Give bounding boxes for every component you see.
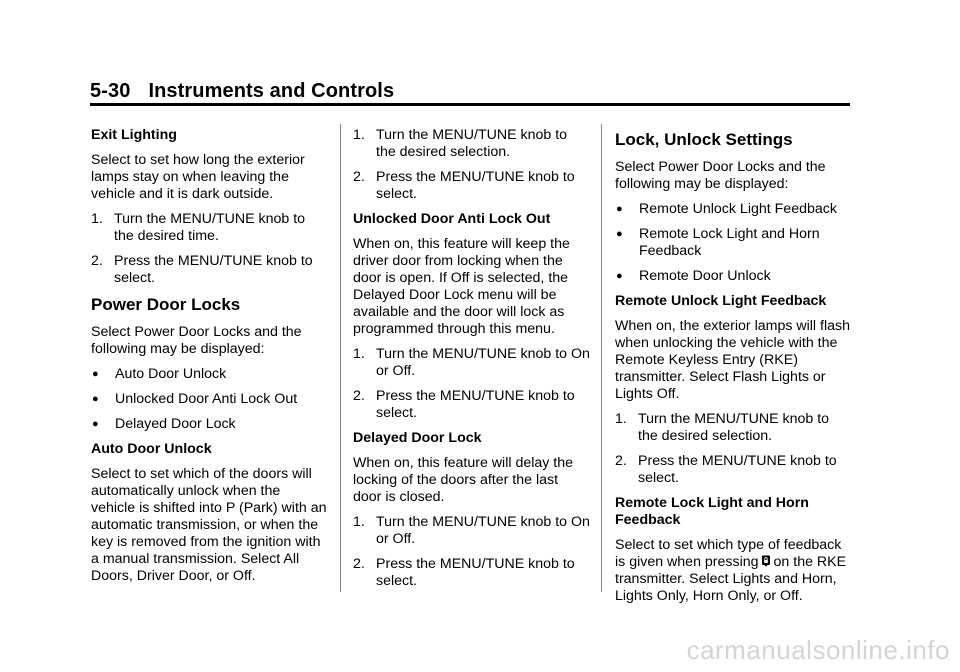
step-text: Press the MENU/TUNE knob to select. <box>376 388 575 421</box>
bullet-icon: ● <box>92 368 99 380</box>
lock-unlock-settings-heading: Lock, Unlock Settings <box>615 130 793 149</box>
column-divider <box>601 124 602 592</box>
step-text: Press the MENU/TUNE knob to select. <box>376 556 575 589</box>
exit-lighting-heading: Exit Lighting <box>91 127 177 143</box>
step-item: 2. Press the MENU/TUNE knob to select. <box>353 388 590 422</box>
bullet-item: ● Delayed Door Lock <box>91 416 328 433</box>
step-number: 2. <box>353 556 365 572</box>
step-item: 1. Turn the MENU/TUNE knob to the desired… <box>353 127 590 161</box>
step-number: 2. <box>91 253 103 269</box>
step-text: Turn the MENU/TUNE knob to On or Off. <box>376 514 590 547</box>
section-title: Instruments and Controls <box>148 80 395 102</box>
bullet-text: Remote Unlock Light Feedback <box>639 201 837 217</box>
watermark: carmanualsonline.info <box>686 635 950 665</box>
step-number: 2. <box>615 453 627 469</box>
page-number: 5-30 <box>90 80 131 102</box>
anti-lock-out-text: When on, this feature will keep the driv… <box>353 236 570 337</box>
bullet-item: ● Remote Door Unlock <box>615 268 852 285</box>
step-number: 1. <box>353 514 365 530</box>
step-text: Turn the MENU/TUNE knob to the desired s… <box>376 127 568 160</box>
column-1: Exit Lighting Select to set how long the… <box>91 127 328 593</box>
anti-lock-out-heading: Unlocked Door Anti Lock Out <box>353 211 551 227</box>
step-item: 2. Press the MENU/TUNE knob to select. <box>353 556 590 590</box>
feedback-text-line1: Select to set which type of feedback <box>615 537 842 553</box>
bullet-item: ● Unlocked Door Anti Lock Out <box>91 391 328 408</box>
bullet-icon: ● <box>616 203 623 215</box>
lock-button-icon <box>761 555 771 567</box>
bullet-item: ● Remote Unlock Light Feedback <box>615 201 852 218</box>
bullet-item: ● Remote Lock Light and Horn Feedback <box>615 226 852 260</box>
bullet-icon: ● <box>616 228 623 240</box>
bullet-icon: ● <box>92 418 99 430</box>
bullet-text: Remote Door Unlock <box>639 268 771 284</box>
step-item: 2. Press the MENU/TUNE knob to select. <box>353 169 590 203</box>
power-door-locks-heading: Power Door Locks <box>91 295 241 314</box>
feedback-text-after-icon: on the RKE transmitter. Select Lights an… <box>615 554 847 604</box>
remote-unlock-light-feedback-text: When on, the exterior lamps will flash w… <box>615 318 850 402</box>
remote-lock-light-horn-feedback-heading: Remote Lock Light and Horn Feedback <box>615 495 809 528</box>
bullet-item: ● Auto Door Unlock <box>91 366 328 383</box>
step-item: 1. Turn the MENU/TUNE knob to On or Off. <box>353 514 590 548</box>
bullet-icon: ● <box>616 270 623 282</box>
auto-door-unlock-text: Select to set which of the doors will au… <box>91 466 327 584</box>
step-text: Turn the MENU/TUNE knob to the desired s… <box>638 411 830 444</box>
bullet-text: Remote Lock Light and Horn Feedback <box>639 226 820 259</box>
step-number: 2. <box>353 169 365 185</box>
step-item: 2. Press the MENU/TUNE knob to select. <box>91 253 328 287</box>
auto-door-unlock-heading: Auto Door Unlock <box>91 441 212 457</box>
header-rule <box>90 103 850 106</box>
column-divider <box>340 124 341 592</box>
step-number: 1. <box>353 346 365 362</box>
page-header: 5-30 Instruments and Controls <box>90 80 394 103</box>
lock-unlock-settings-text: Select Power Door Locks and the followin… <box>615 159 826 192</box>
step-text: Turn the MENU/TUNE knob to On or Off. <box>376 346 590 379</box>
step-text: Press the MENU/TUNE knob to select. <box>638 453 837 486</box>
remote-lock-light-horn-feedback-text: Select to set which type of feedback is … <box>615 537 852 605</box>
step-item: 2. Press the MENU/TUNE knob to select. <box>615 453 852 487</box>
step-number: 1. <box>615 411 627 427</box>
step-number: 1. <box>91 211 103 227</box>
step-number: 2. <box>353 388 365 404</box>
step-text: Press the MENU/TUNE knob to select. <box>376 169 575 202</box>
step-text: Turn the MENU/TUNE knob to the desired t… <box>114 211 306 244</box>
feedback-text-before-icon: is given when pressing <box>615 554 759 570</box>
bullet-icon: ● <box>92 393 99 405</box>
bullet-text: Auto Door Unlock <box>115 366 227 382</box>
bullet-text: Unlocked Door Anti Lock Out <box>115 391 298 407</box>
column-3: Lock, Unlock Settings Select Power Door … <box>615 127 852 613</box>
delayed-door-lock-heading: Delayed Door Lock <box>353 430 482 446</box>
step-number: 1. <box>353 127 365 143</box>
step-item: 1. Turn the MENU/TUNE knob to On or Off. <box>353 346 590 380</box>
exit-lighting-text: Select to set how long the exterior lamp… <box>91 152 305 202</box>
power-door-locks-text: Select Power Door Locks and the followin… <box>91 324 302 357</box>
bullet-text: Delayed Door Lock <box>115 416 236 432</box>
delayed-door-lock-text: When on, this feature will delay the loc… <box>353 455 574 505</box>
step-item: 1. Turn the MENU/TUNE knob to the desired… <box>615 411 852 445</box>
column-2: 1. Turn the MENU/TUNE knob to the desired… <box>353 127 590 598</box>
step-item: 1. Turn the MENU/TUNE knob to the desired… <box>91 211 328 245</box>
remote-unlock-light-feedback-heading: Remote Unlock Light Feedback <box>615 293 827 309</box>
step-text: Press the MENU/TUNE knob to select. <box>114 253 313 286</box>
